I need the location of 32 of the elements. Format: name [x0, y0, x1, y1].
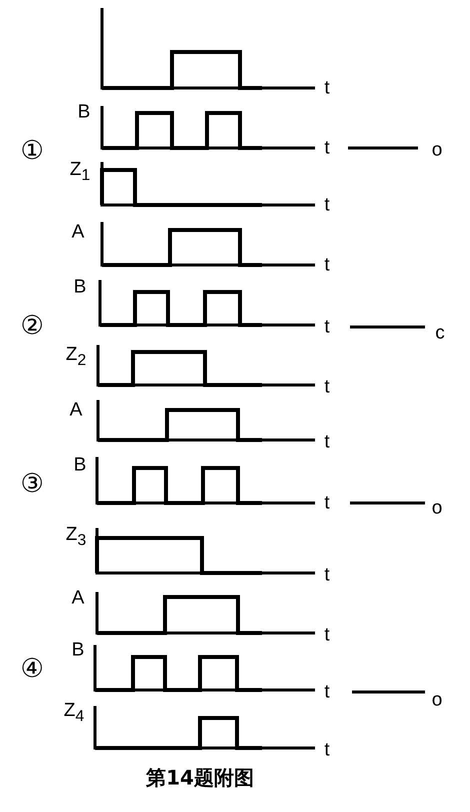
signal-name: A [72, 222, 84, 242]
answer-text: o [432, 140, 442, 160]
axis-label: t [324, 256, 330, 274]
axis-label: t [324, 494, 330, 512]
axis-label: t [324, 740, 330, 760]
signal-name: Z$_{2}$ [66, 345, 86, 369]
signal-name: B [78, 102, 90, 122]
signal-name: A [72, 588, 84, 608]
axis-label: t [324, 626, 330, 644]
axis-label: t [324, 682, 330, 702]
item-number: ② [20, 312, 44, 338]
answer-text: c [435, 324, 445, 342]
answer-text: o [432, 690, 442, 710]
signal-name: B [74, 456, 86, 474]
signal-name: Z$_{3}$ [66, 525, 86, 549]
signal-name: B [74, 278, 86, 296]
axis-label: t [324, 138, 330, 158]
axis-label: t [324, 378, 330, 396]
axis-label: t [324, 78, 330, 98]
signal-name: Z$_{4}$ [64, 701, 84, 725]
item-number: ④ [20, 655, 44, 681]
caption: 第14题附图 [146, 764, 254, 792]
signal-name: Z$_{1}$ [70, 160, 90, 184]
item-number: ③ [20, 470, 44, 496]
axis-label: t [324, 566, 330, 584]
item-number: ① [20, 137, 44, 163]
axis-label: t [324, 196, 330, 214]
signal-name: A [70, 400, 82, 420]
axis-label: t [324, 318, 330, 336]
signal-name: B [72, 640, 84, 660]
axis-label: t [324, 432, 330, 452]
answer-text: o [432, 498, 442, 518]
